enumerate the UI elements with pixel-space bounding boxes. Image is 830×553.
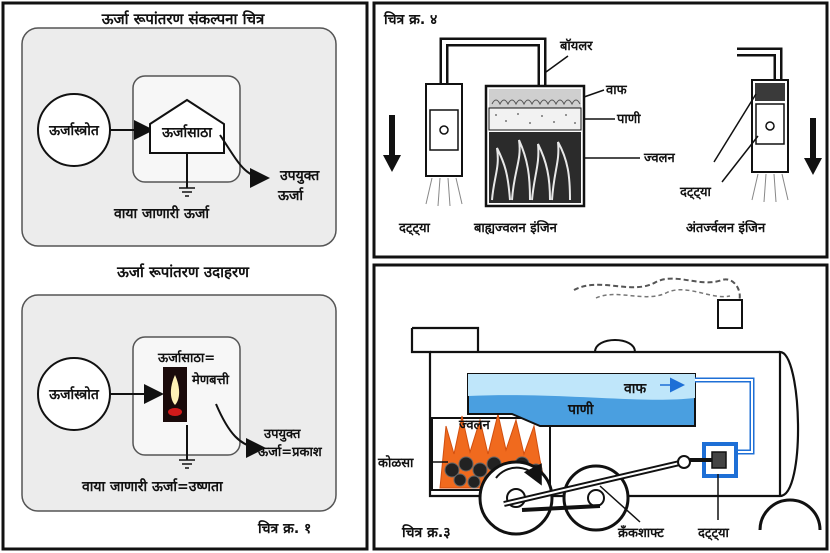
front-wheel: [758, 498, 822, 531]
panel1-title: ऊर्जा रूपांतरण संकल्पना चित्र: [101, 10, 265, 28]
internal-engine-label: अंतर्ज्वलन इंजिन: [686, 220, 766, 236]
steam-pipe-core: [442, 40, 544, 86]
steam-leader: [583, 89, 605, 98]
internal-piston-leader: [721, 135, 759, 183]
chart4-caption: चित्र क्र. ४: [383, 11, 437, 28]
external-engine-label: बाह्यज्वलन इंजिन: [473, 220, 558, 236]
internal-exhaust-lines: [751, 173, 789, 203]
boiler-water-dots: [495, 113, 576, 124]
loco-combustion-label: ज्वलन: [458, 418, 490, 433]
internal-combustion-leader: [713, 93, 757, 163]
water-label: पाणी: [616, 111, 641, 127]
piston-left-label: दट्ट्या: [398, 221, 431, 236]
smoke-plume-2: [595, 288, 731, 299]
connecting-rod-inner: [503, 461, 685, 505]
rear-wheel-hub: [587, 489, 605, 507]
boiler-flames: [491, 139, 571, 201]
piston-block: [711, 451, 727, 469]
chimney: [717, 299, 743, 329]
energy-store-label: ऊर्जासाठा: [161, 124, 213, 141]
useful-label-1: उपयुक्त: [279, 168, 320, 185]
energy-store-shape: [149, 98, 225, 154]
wasted-label: वाया जाणारी ऊर्जा: [113, 205, 210, 222]
example-store-label-1: ऊर्जासाठा=: [157, 350, 215, 366]
useful-arrow: [219, 134, 270, 188]
cab-roof: [412, 326, 480, 352]
piston-right-label: दट्ट्या: [679, 185, 712, 200]
example-store-label-2: मेणबत्ती: [191, 372, 230, 388]
example-wasted-label: वाया जाणारी ऊर्जा=उष्णता: [81, 478, 224, 495]
example-source-label: ऊर्जास्त्रोत: [48, 386, 100, 403]
example-ground-icon: [179, 459, 195, 469]
loco-water-label: पाणी: [567, 401, 595, 418]
internal-head-pipe-core: [737, 50, 780, 80]
steam-label: वाफ: [605, 83, 628, 98]
example-useful-label-2: ऊर्जा=प्रकाश: [257, 444, 323, 460]
coupling-rod: [521, 504, 601, 512]
loco-steam-label: वाफ: [623, 381, 647, 397]
boiler-steam-layer: [489, 89, 581, 108]
useful-label-2: ऊर्जा: [277, 187, 304, 204]
rotation-arrow: [495, 463, 542, 486]
boiler-water-layer: [488, 107, 582, 131]
external-exhaust-lines: [425, 177, 463, 207]
external-piston-pin: [439, 125, 449, 135]
dome: [594, 339, 636, 353]
steam-space: [468, 374, 695, 400]
loco-piston-label: दट्ट्या: [697, 526, 730, 541]
crankshaft-leader: [599, 485, 641, 523]
energy-source-label: ऊर्जास्त्रोत: [48, 122, 100, 139]
combustion-label: ज्वलन: [643, 151, 675, 166]
internal-combustion-chamber: [755, 83, 785, 101]
down-arrow-icon: [383, 115, 401, 172]
crankshaft-label: क्रँकशाफ्ट: [617, 525, 664, 541]
steam-feed-pipe-inner: [695, 379, 753, 453]
candle-icon: [163, 367, 187, 422]
panel2-title: ऊर्जा रूपांतरण उदाहरण: [116, 263, 250, 281]
chart3-caption: चित्र क्र.३: [401, 524, 450, 541]
boiler-steam-texture: [491, 99, 581, 106]
external-piston-head: [429, 109, 459, 151]
internal-piston-pin: [765, 121, 775, 131]
down-arrow-icon-right: [804, 118, 822, 175]
example-useful-label-1: उपयुक्त: [263, 427, 301, 442]
ground-icon: [179, 187, 195, 197]
chart1-caption: चित्र क्र. १: [257, 520, 311, 537]
coal-label: कोळसा: [377, 455, 414, 471]
crank-pin: [677, 455, 691, 469]
example-useful-arrow: [215, 403, 266, 458]
boiler-label: बॉयलर: [559, 38, 593, 54]
boiler-leader: [545, 55, 569, 73]
